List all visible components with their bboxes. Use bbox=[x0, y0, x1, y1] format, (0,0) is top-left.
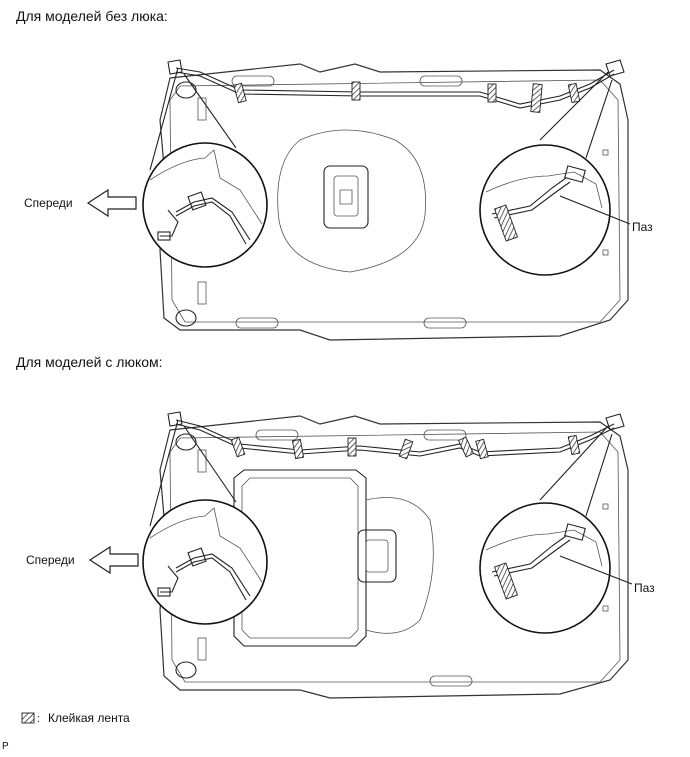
section1-title: Для моделей без люка: bbox=[16, 8, 168, 24]
headliner-panel-2 bbox=[159, 415, 629, 699]
legend-label: Клейкая лента bbox=[48, 711, 130, 725]
tape-2f bbox=[475, 438, 489, 460]
dome-light-1 bbox=[323, 165, 369, 229]
headliner-no-sunroof bbox=[86, 59, 631, 341]
tape-1c bbox=[487, 83, 497, 103]
svg-text::: : bbox=[37, 713, 40, 725]
front-arrow-2 bbox=[88, 545, 139, 575]
tape-2b bbox=[291, 438, 305, 460]
headliner-panel-1 bbox=[159, 63, 629, 341]
detail-circle-rear-1 bbox=[479, 144, 611, 276]
section1-front-label: Спереди bbox=[24, 196, 73, 210]
tape-1d bbox=[530, 83, 543, 113]
center-dome-1 bbox=[277, 129, 426, 273]
tape-1b bbox=[351, 81, 361, 101]
tape-1a bbox=[233, 82, 247, 104]
legend-tape-swatch bbox=[21, 712, 35, 724]
tape-2c bbox=[347, 437, 357, 457]
tape-1e bbox=[567, 82, 581, 104]
section1-groove-label: Паз bbox=[632, 220, 653, 234]
section2-front-label: Спереди bbox=[26, 553, 75, 567]
section2-title: Для моделей с люком: bbox=[16, 354, 163, 370]
tape-2e bbox=[457, 436, 475, 458]
footer-mark: P bbox=[2, 741, 9, 752]
headliner-sunroof bbox=[88, 411, 633, 699]
tape-2a bbox=[230, 436, 246, 458]
section2-groove-label: Паз bbox=[634, 581, 655, 595]
tape-2d bbox=[398, 438, 414, 460]
dome-light-2 bbox=[357, 529, 397, 583]
wire-harness-1 bbox=[175, 67, 615, 105]
detail-circle-rear-2 bbox=[479, 502, 611, 634]
front-arrow-1 bbox=[86, 188, 137, 218]
tape-2g bbox=[567, 434, 581, 456]
